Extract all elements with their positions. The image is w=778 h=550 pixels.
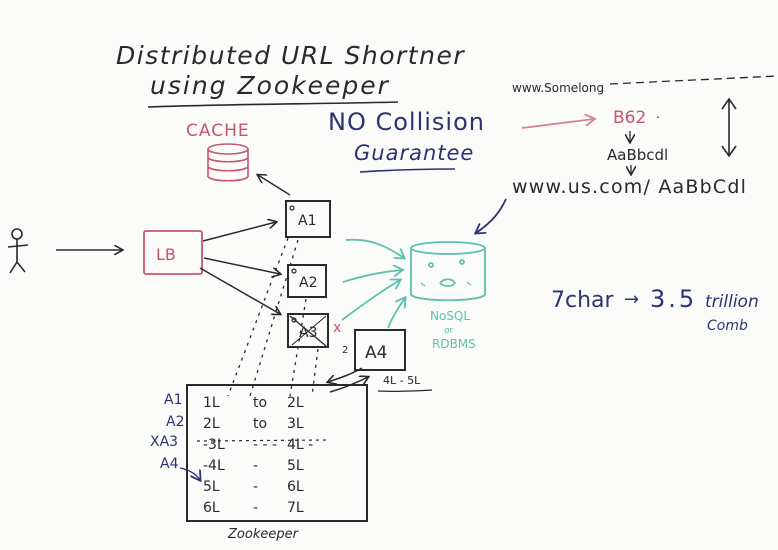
zk-row-from: -3L	[203, 437, 225, 453]
capacity-chars: 7char	[551, 288, 615, 313]
lb-to-a2-arrow	[203, 257, 280, 274]
load-balancer: LB	[143, 230, 203, 275]
db-label: NoSQL or RDBMS	[430, 309, 476, 351]
base62-label: B62	[613, 108, 646, 128]
a3-label: A3	[299, 325, 317, 341]
zk-row-label: A1	[164, 392, 182, 408]
long-url-text: www.Somelong	[512, 81, 604, 95]
zk-row-to: 6L	[287, 479, 304, 495]
zookeeper-label: Zookeeper	[227, 527, 300, 542]
a4-to-zk-arrow	[328, 367, 363, 382]
db-face-eye-left	[428, 262, 434, 268]
zookeeper-box	[186, 384, 368, 522]
a4-range-underline	[377, 389, 433, 393]
guarantee-underline	[359, 168, 456, 173]
a3-failed-mark: x	[333, 320, 341, 336]
zk-row-sep: -	[253, 479, 258, 495]
zk-table-row: -4L - 5L	[203, 458, 304, 474]
db-label-line-3: RDBMS	[432, 337, 476, 351]
guarantee-line-2: Guarantee	[354, 141, 474, 165]
a3-cross-line-2	[291, 315, 327, 346]
capacity-note: 7char → 3.5 trillion Comb	[551, 285, 759, 334]
a4-to-db-arrow	[387, 298, 405, 329]
zk-table-row: 1L to 2L	[203, 395, 304, 411]
a1-zk-dotted	[249, 239, 299, 397]
a4-range: 4L - 5L	[383, 374, 421, 387]
zk-row-sep: -	[253, 458, 258, 474]
db-face-mouth	[439, 278, 457, 287]
user-icon	[7, 228, 29, 274]
zk-row-label: A4	[160, 456, 179, 472]
cache-node: CACHE	[186, 121, 250, 182]
title-line-1: Distributed URL Shortner	[116, 41, 465, 70]
db-label-line-1: NoSQL	[430, 309, 470, 323]
zk-table-row: -3L - - - 4L -	[203, 437, 313, 453]
lb-to-a1-arrow	[202, 222, 276, 242]
database-node	[410, 241, 486, 302]
a4-label: A4	[365, 343, 387, 363]
zk-row-to: 3L	[287, 416, 304, 432]
code-label: AaBbcdl	[607, 146, 668, 164]
zk-table-row: 5L - 6L	[203, 479, 304, 495]
long-url-dashes	[609, 75, 778, 85]
zk-row-sep: to	[253, 395, 267, 411]
zk-row-from: -4L	[203, 458, 225, 474]
title-block: Distributed URL Shortner using Zookeeper	[116, 41, 465, 108]
cache-database-icon	[207, 143, 249, 182]
a1-zk-dotted-2	[227, 237, 289, 397]
lb-box	[143, 230, 203, 275]
short-url-text: www.us.com/ AaBbCdl	[512, 176, 747, 198]
title-line-2: using Zookeeper	[150, 71, 390, 100]
title-underline	[147, 101, 399, 108]
app-server-a1: A1	[285, 200, 331, 238]
length-double-arrow	[721, 97, 737, 158]
zk-row-sep: -	[253, 500, 258, 516]
a3-zk-dotted	[311, 348, 319, 397]
pink-arrow	[521, 119, 594, 129]
app-server-a3: A3 x	[287, 313, 341, 348]
a3-row-strike	[196, 439, 331, 442]
a2-zk-dotted	[289, 298, 307, 397]
lb-label: LB	[156, 245, 176, 264]
a1-to-db-arrow	[345, 238, 404, 258]
lb-to-a3-arrow	[199, 267, 280, 314]
zk-row-to: 2L	[287, 395, 304, 411]
cache-label: CACHE	[186, 121, 250, 141]
capacity-note-comb: Comb	[707, 318, 748, 334]
app-server-a4: 2 A4 4L - 5L	[342, 329, 433, 393]
zk-row-from: 1L	[203, 395, 220, 411]
zk-row-sep: to	[253, 416, 267, 432]
zk-table-row: 2L to 3L	[203, 416, 304, 432]
db-label-line-2: or	[444, 326, 454, 336]
capacity-arrow: →	[624, 289, 639, 310]
a4-prefix: 2	[342, 345, 348, 356]
guarantee-line-1: NO Collision	[328, 108, 485, 136]
zk-row-to: 5L	[287, 458, 304, 474]
url-flow: www.Somelong B62 . AaBbcdl www.us.com/ A…	[476, 75, 778, 233]
a2-to-db-arrow	[342, 270, 402, 283]
guarantee-note: NO Collision Guarantee	[328, 108, 485, 173]
zk-row-from: 6L	[203, 500, 220, 516]
zk-row-to: 7L	[287, 500, 304, 516]
capacity-unit: trillion	[705, 292, 759, 312]
short-url-to-db-arrow	[476, 198, 507, 233]
app-server-a2: A2	[287, 264, 327, 298]
dot-mark: .	[656, 107, 660, 121]
a4-row-pointer-arrow	[179, 467, 200, 480]
zk-row-sep: - - -	[253, 437, 277, 453]
a1-label: A1	[298, 213, 316, 229]
a3-to-db-arrow	[341, 280, 400, 321]
a1-to-cache-arrow	[258, 175, 291, 196]
capacity-amount: 3.5	[650, 285, 697, 313]
zk-table-row: 6L - 7L	[203, 500, 304, 516]
db-face-eye-right	[459, 259, 465, 265]
zk-row-from: 5L	[203, 479, 220, 495]
zk-row-from: 2L	[203, 416, 220, 432]
zk-row-label: A2	[166, 414, 184, 430]
zk-row-to: 4L -	[287, 437, 313, 453]
a2-label: A2	[299, 275, 317, 291]
zk-row-label: XA3	[150, 434, 178, 450]
